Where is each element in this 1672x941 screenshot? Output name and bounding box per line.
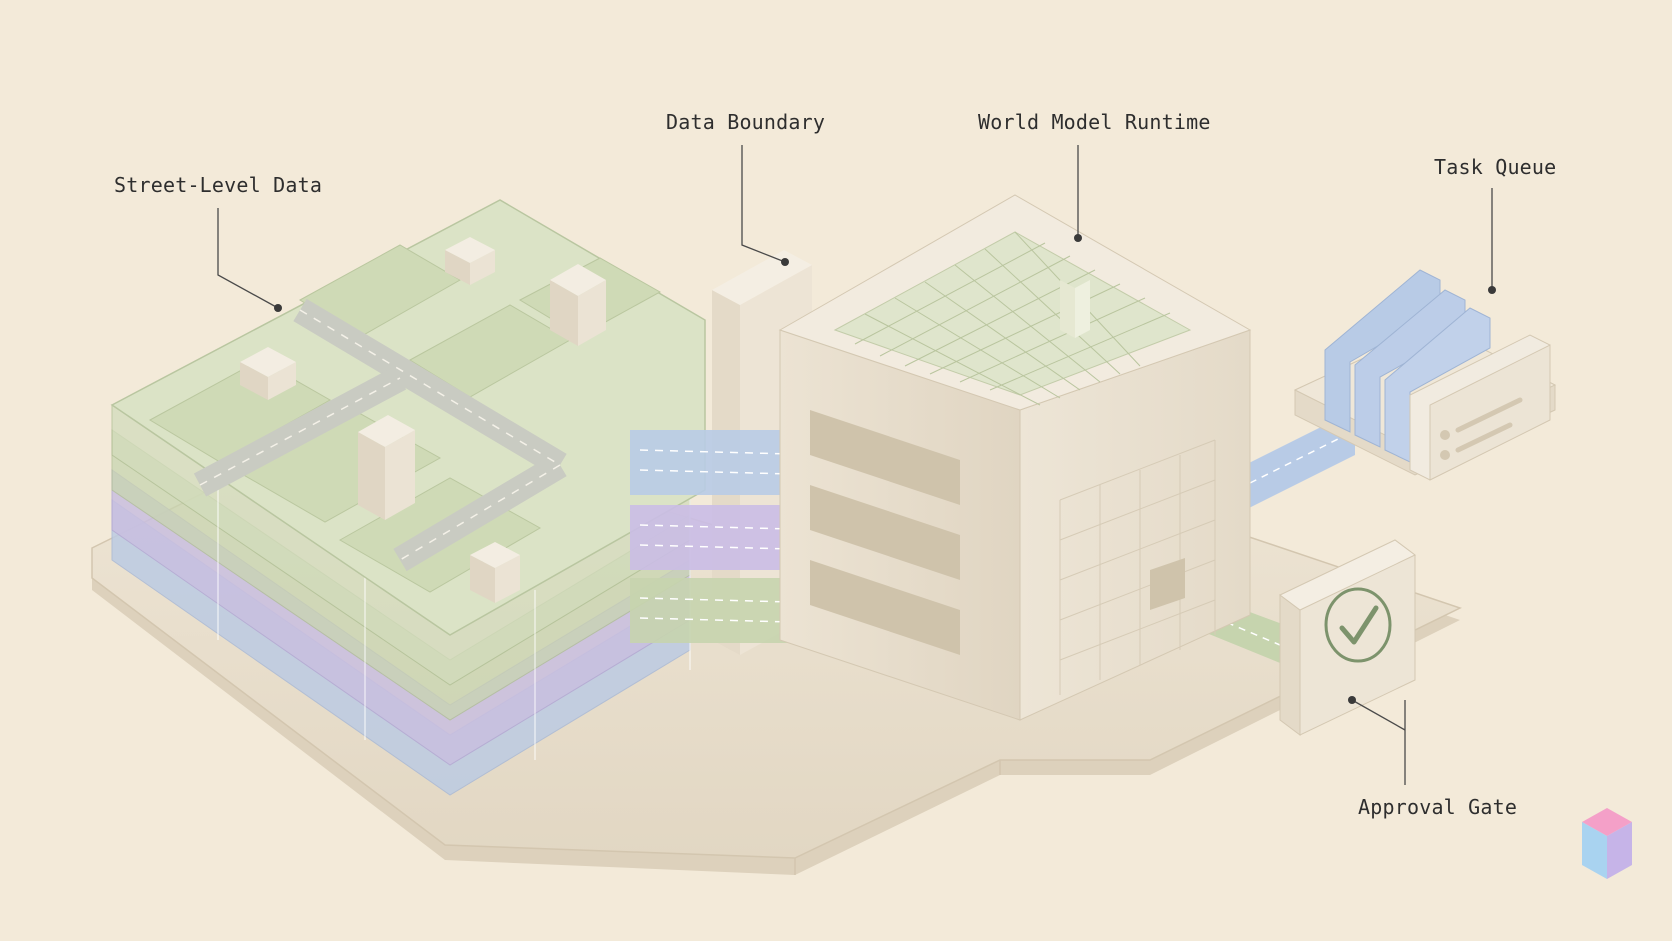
leader-street-level-data — [217, 208, 279, 309]
label-world-model-runtime: World Model Runtime — [978, 110, 1211, 134]
house-building — [240, 347, 296, 400]
callout-leaders — [217, 145, 1493, 785]
cube-logo-icon — [1582, 808, 1632, 879]
task-queue-tray — [1293, 269, 1557, 481]
approval-gate — [1279, 539, 1416, 736]
label-task-queue: Task Queue — [1434, 155, 1557, 179]
street-level-data-stack — [110, 199, 706, 796]
block-building — [550, 264, 606, 346]
leader-data-boundary — [741, 145, 786, 263]
label-data-boundary: Data Boundary — [666, 110, 826, 134]
label-approval-gate: Approval Gate — [1358, 795, 1518, 819]
label-street-level-data: Street-Level Data — [114, 173, 323, 197]
tower-building — [358, 415, 415, 520]
city-buildings — [240, 237, 606, 603]
lane-to-task-queue — [1245, 410, 1355, 510]
task-queue-cards — [1324, 269, 1551, 481]
world-model-runtime-cube — [778, 194, 1252, 721]
task-card-front — [1409, 334, 1551, 481]
check-circle-icon — [1324, 587, 1392, 663]
house-building — [470, 542, 520, 603]
house-building — [445, 237, 495, 285]
